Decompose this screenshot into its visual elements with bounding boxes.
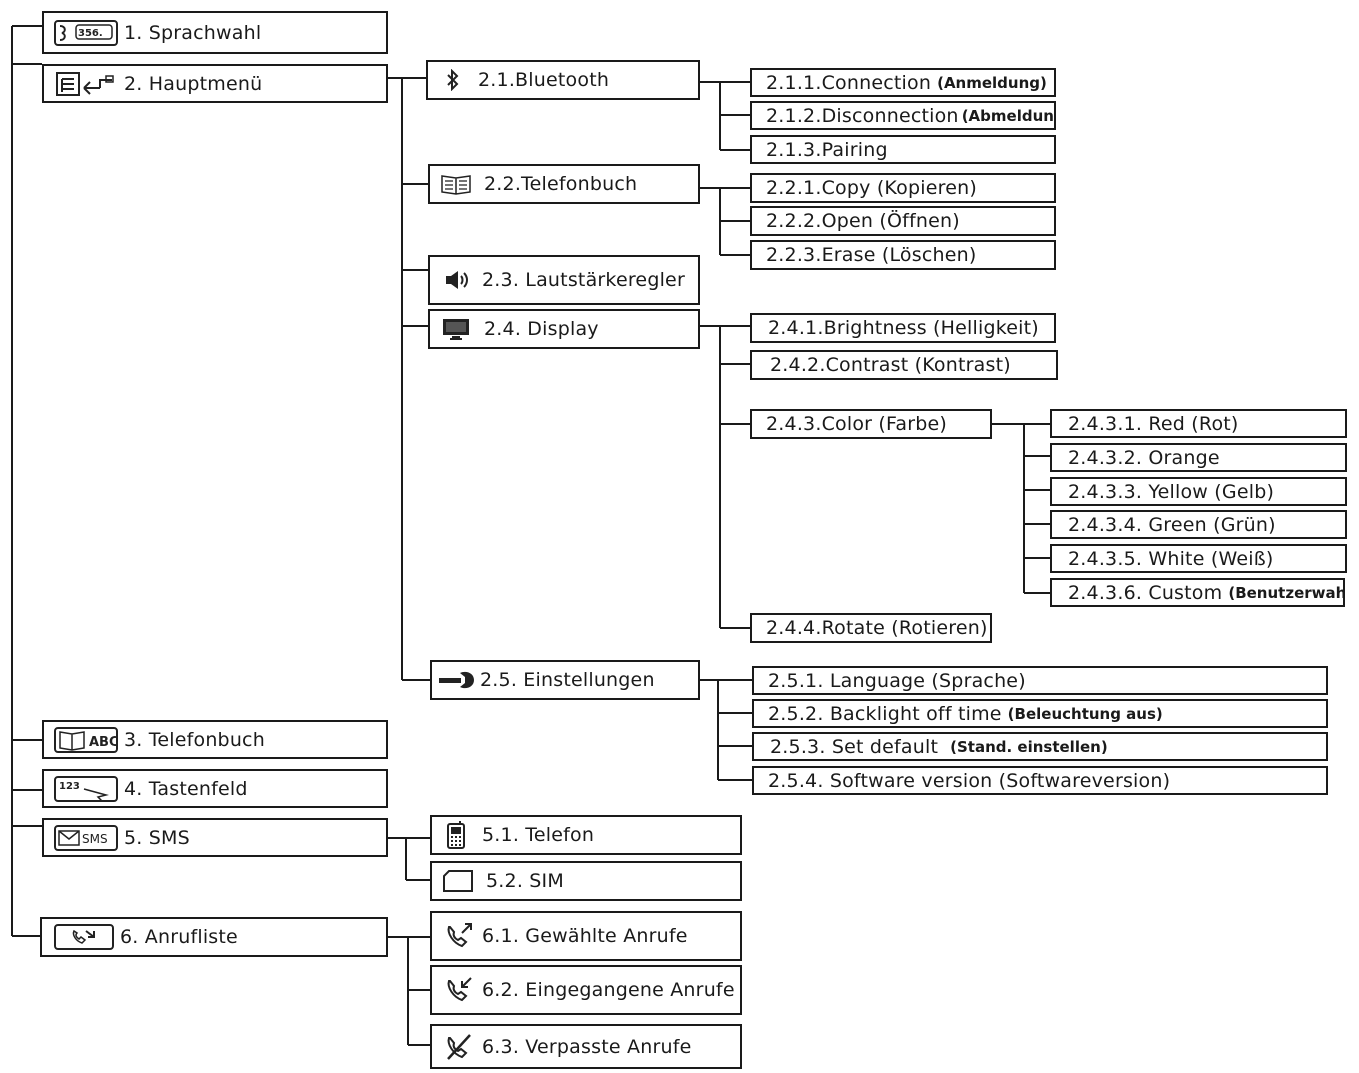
menu-item-language[interactable]: 2.5.1. Language (Sprache) [752,666,1328,695]
menu-item-color[interactable]: 2.4.3.Color (Farbe) [750,409,992,439]
menu-item-label: 2.4.3.4. Green (Grün) [1068,513,1276,536]
menu-item-label: 1. Sprachwahl [124,21,262,44]
missed-call-icon [444,1032,474,1062]
menu-item-label: 6.1. Gewählte Anrufe [482,925,688,947]
menu-item-label: 5. SMS [124,826,190,849]
incoming-call-icon [444,975,474,1005]
menu-item-label: 2.2.3.Erase (Löschen) [766,244,977,266]
speaker-icon [444,269,470,291]
menu-item-label: 6.2. Eingegangene Anrufe [482,979,735,1001]
monitor-icon [442,317,470,341]
menu-item-gewaehlte-anrufe[interactable]: 6.1. Gewählte Anrufe [430,911,742,961]
menu-item-label: 2.1.3.Pairing [766,138,888,161]
menu-item-brightness[interactable]: 2.4.1.Brightness (Helligkeit) [750,313,1056,343]
menu-item-label: 2.4.3.Color (Farbe) [766,413,948,435]
sms-icon-text: SMS [82,832,108,846]
menu-item-label: 2.5. Einstellungen [480,669,655,691]
menu-item-contrast[interactable]: 2.4.2.Contrast (Kontrast) [750,350,1058,380]
main-menu-icon [54,70,118,98]
keypad-icon: 123 [54,775,118,803]
menu-item-label: 2.2.2.Open (Öffnen) [766,210,960,232]
menu-item-color-white[interactable]: 2.4.3.5. White (Weiß) [1050,544,1347,573]
sms-icon: SMS [54,824,118,852]
menu-item-telefonbuch-sub[interactable]: 2.2.Telefonbuch [428,164,700,204]
menu-item-label: 4. Tastenfeld [124,777,248,800]
menu-item-label: 2.2.Telefonbuch [484,173,638,195]
menu-item-tb-copy[interactable]: 2.2.1.Copy (Kopieren) [750,173,1056,203]
menu-item-label: 6.3. Verpasste Anrufe [482,1035,692,1058]
menu-item-label: 2.1.Bluetooth [478,69,610,91]
menu-item-tastenfeld[interactable]: 123 4. Tastenfeld [42,769,388,808]
menu-item-sms[interactable]: SMS 5. SMS [42,818,388,857]
menu-item-sms-sim[interactable]: 5.2. SIM [430,861,742,901]
menu-item-label: 5.2. SIM [486,870,564,892]
menu-item-label: 2.4.3.3. Yellow (Gelb) [1068,480,1275,503]
menu-item-color-yellow[interactable]: 2.4.3.3. Yellow (Gelb) [1050,477,1347,506]
menu-item-bt-disconnection[interactable]: 2.1.2.Disconnection (Abmeldung) [750,101,1056,130]
menu-item-note: (Beleuchtung aus) [1007,704,1163,723]
menu-item-label: 6. Anrufliste [120,926,238,948]
menu-item-lautstaerke[interactable]: 2.3. Lautstärkeregler [428,255,700,305]
menu-item-label: 2.4.3.1. Red (Rot) [1068,412,1239,435]
menu-item-note: (Abmeldung) [961,106,1054,125]
wrench-icon [438,670,476,690]
menu-item-label: 2.4.2.Contrast (Kontrast) [770,354,1011,376]
menu-item-sprachwahl[interactable]: 356. 1. Sprachwahl [42,11,388,54]
keypad-icon-text: 123 [59,781,80,792]
menu-item-label: 2.1.1.Connection [766,71,932,94]
phonebook-icon [440,173,472,195]
menu-item-label: 2.5.3. Set default [770,735,939,758]
menu-item-label: 3. Telefonbuch [124,728,265,751]
call-list-icon [54,923,114,951]
outgoing-call-icon [444,921,474,951]
bluetooth-icon [446,69,460,91]
mobile-phone-icon [446,820,466,850]
menu-item-color-orange[interactable]: 2.4.3.2. Orange [1050,443,1347,472]
menu-item-label: 2.1.2.Disconnection [766,104,959,127]
menu-item-label: 2.4.1.Brightness (Helligkeit) [768,317,1039,339]
phonebook-abc-icon-text: ABC [89,735,118,750]
menu-item-color-red[interactable]: 2.4.3.1. Red (Rot) [1050,409,1347,438]
phonebook-abc-icon: ABC [54,726,118,754]
menu-item-note: (Stand. einstellen) [950,737,1108,756]
menu-item-note: (Anmeldung) [937,73,1047,92]
menu-item-label: 2.2.1.Copy (Kopieren) [766,177,977,199]
menu-item-tb-erase[interactable]: 2.2.3.Erase (Löschen) [750,240,1056,270]
sim-card-icon [442,869,474,893]
menu-item-einstellungen[interactable]: 2.5. Einstellungen [430,660,700,700]
menu-item-hauptmenu[interactable]: 2. Hauptmenü [42,64,388,103]
menu-item-note: (Benutzerwahl) [1228,583,1345,602]
menu-item-label: 2.4.3.6. Custom [1068,581,1223,604]
menu-item-label: 2.5.2. Backlight off time [768,702,1002,725]
menu-item-label: 2.3. Lautstärkeregler [482,269,685,291]
voice-dial-icon-text: 356. [78,28,103,39]
menu-item-software[interactable]: 2.5.4. Software version (Softwareversion… [752,766,1328,795]
menu-item-label: 2.5.1. Language (Sprache) [768,669,1026,692]
menu-item-telefonbuch[interactable]: ABC 3. Telefonbuch [42,720,388,759]
menu-item-label: 2.4.4.Rotate (Rotieren) [766,617,988,639]
menu-item-setdefault[interactable]: 2.5.3. Set default (Stand. einstellen) [752,732,1328,761]
menu-item-tb-open[interactable]: 2.2.2.Open (Öffnen) [750,206,1056,236]
menu-item-label: 2.4.3.5. White (Weiß) [1068,547,1274,570]
menu-item-label: 2.5.4. Software version (Softwareversion… [768,769,1171,792]
menu-item-bt-pairing[interactable]: 2.1.3.Pairing [750,135,1056,164]
menu-item-eingegangene-anrufe[interactable]: 6.2. Eingegangene Anrufe [430,965,742,1015]
menu-item-verpasste-anrufe[interactable]: 6.3. Verpasste Anrufe [430,1024,742,1069]
menu-item-sms-telefon[interactable]: 5.1. Telefon [430,815,742,855]
menu-item-anrufliste[interactable]: 6. Anrufliste [40,917,388,957]
menu-item-label: 2.4. Display [484,318,599,340]
menu-item-label: 2.4.3.2. Orange [1068,446,1220,469]
menu-item-color-custom[interactable]: 2.4.3.6. Custom (Benutzerwahl) [1050,578,1345,607]
menu-item-label: 2. Hauptmenü [124,72,263,95]
menu-item-label: 5.1. Telefon [482,824,595,846]
menu-item-backlight[interactable]: 2.5.2. Backlight off time (Beleuchtung a… [752,699,1328,728]
menu-item-display[interactable]: 2.4. Display [428,309,700,349]
menu-item-bt-connection[interactable]: 2.1.1.Connection (Anmeldung) [750,68,1056,97]
menu-item-color-green[interactable]: 2.4.3.4. Green (Grün) [1050,510,1347,539]
voice-dial-icon: 356. [54,19,118,46]
menu-item-rotate[interactable]: 2.4.4.Rotate (Rotieren) [750,613,992,643]
menu-item-bluetooth[interactable]: 2.1.Bluetooth [426,60,700,100]
